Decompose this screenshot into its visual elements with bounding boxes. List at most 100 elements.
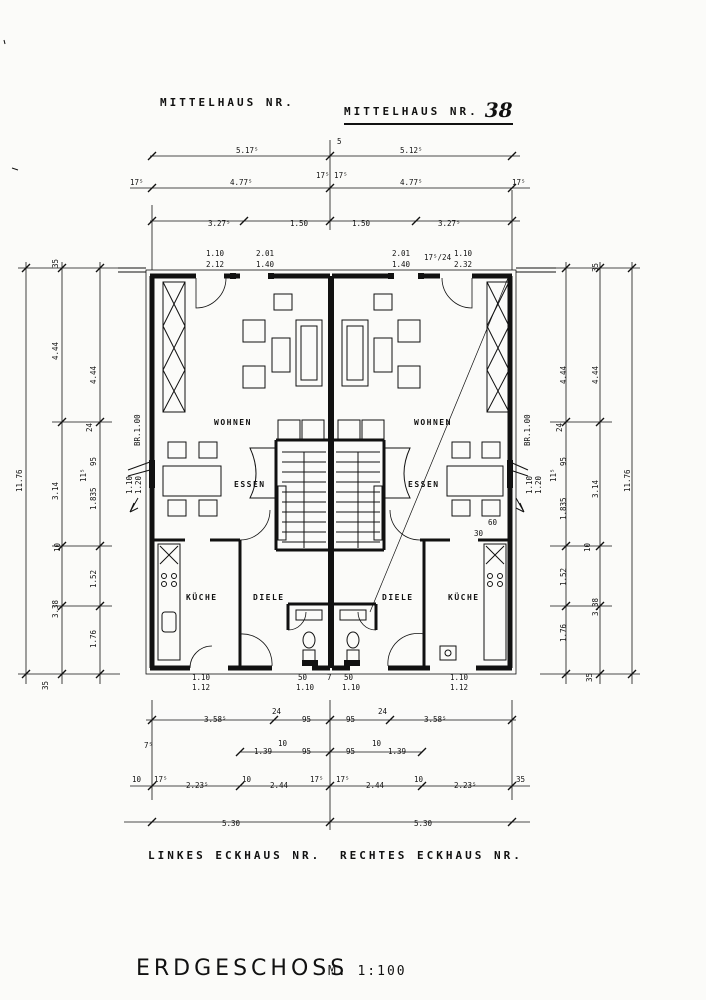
dim-right-338: 3.38	[591, 597, 600, 616]
dim-door-left-110: 1.10	[192, 673, 211, 682]
dim-win-l1-top: 1.10	[206, 249, 225, 258]
dim-bot2-b: 10	[278, 739, 288, 748]
dim-bot1-a: 24	[272, 707, 282, 716]
dim-right-total: 11.76	[623, 469, 632, 492]
dim-win-l2-top: 2.01	[256, 249, 274, 258]
dim-bot3-i: 10	[414, 775, 424, 784]
dimension-lines	[18, 140, 640, 830]
dim-bot3-a: 10	[132, 775, 142, 784]
wardrobe-left	[162, 281, 186, 413]
exterior-walls	[149, 273, 513, 671]
door-swings	[189, 277, 509, 669]
dim-win-l1-bot: 2.12	[206, 260, 224, 269]
dim-door-right-50: 50	[344, 673, 354, 682]
dim-right-152: 1.52	[559, 568, 568, 586]
dim-bot1-d: 24	[378, 707, 388, 716]
dim-bot3-k: 35	[516, 775, 525, 784]
footer-left-label: LINKES ECKHAUS NR.	[148, 849, 322, 862]
staircase-left	[249, 419, 326, 548]
dim-bot3-j: 2.23⁵	[454, 781, 477, 790]
dim-bot3-e: 2.44	[270, 781, 289, 790]
dim-left-110: 1.10	[125, 475, 134, 494]
dimension-ticks	[21, 151, 637, 827]
drawing-scale: M. 1:100	[328, 964, 407, 979]
dim-bot3-f: 17⁵	[310, 775, 324, 784]
dim-bot2-e: 10	[372, 739, 382, 748]
wc-left	[295, 609, 323, 663]
label-diele-right: DIELE	[382, 593, 414, 602]
entry-arrows	[127, 461, 529, 513]
dim-door-7: 7	[327, 673, 332, 682]
label-essen-right: ESSEN	[408, 480, 440, 489]
label-wohnen-left: WOHNEN	[214, 418, 252, 427]
header-right-label: MITTELHAUS NR. 38	[344, 96, 513, 125]
dim-top1-left: 5.17⁵	[236, 146, 259, 155]
staircase-right	[336, 419, 411, 548]
dim-top1-right: 5.12⁵	[400, 146, 423, 155]
wardrobe-right	[486, 281, 510, 413]
kitchen-left	[157, 543, 181, 661]
dim-right-115: 11⁵	[549, 468, 558, 482]
dim-left-444-outer: 4.44	[51, 341, 60, 360]
dim-right-24: 24	[555, 422, 564, 432]
dim-left-1835: 1.835	[89, 487, 98, 510]
dimension-labels: 5.17⁵ 5 5.12⁵ 17⁵ 4.77⁵ 17⁵ 17⁵ 4.77⁵ 17…	[15, 137, 632, 828]
dim-left-24: 24	[85, 422, 94, 432]
label-br-right: BR.1.00	[523, 414, 532, 446]
header-right-text: MITTELHAUS NR.	[344, 105, 479, 118]
house-number: 38	[484, 98, 513, 122]
header-left-label: MITTELHAUS NR.	[160, 96, 295, 109]
dim-door-right-110: 1.10	[450, 673, 469, 682]
dim-win-r2-small: 17⁵/24	[424, 253, 452, 262]
dim-door-right-110b: 1.10	[342, 683, 361, 692]
dim-right-35-top: 35	[591, 263, 600, 272]
dim-door-right-112: 1.12	[450, 683, 468, 692]
living-furniture-right	[341, 293, 421, 389]
drawing-title: ERDGESCHOSS	[136, 956, 349, 981]
dim-left-total: 11.76	[15, 469, 24, 492]
wc-right	[339, 609, 367, 663]
dim-win-l2-bot: 1.40	[256, 260, 275, 269]
dim-right-1835: 1.835	[559, 497, 568, 520]
label-kueche-right: KÜCHE	[448, 592, 480, 602]
dim-bot2-a: 1.39	[254, 747, 272, 756]
dining-furniture-right	[446, 441, 504, 517]
margin-marks	[3, 39, 19, 171]
dim-right-176: 1.76	[559, 623, 568, 642]
dim-left-35-top: 35	[51, 259, 60, 268]
living-furniture-left	[242, 293, 323, 389]
dim-left-176: 1.76	[89, 629, 98, 648]
dim-bot1-right: 3.58⁵	[424, 715, 447, 724]
dim-top3-a: 3.27⁵	[208, 219, 231, 228]
footer-right-label: RECHTES ECKHAUS NR.	[340, 849, 523, 862]
dim-win-r2-bot: 2.32	[454, 260, 472, 269]
dim-top2-right: 4.77⁵	[400, 178, 423, 187]
dim-right-35-bottom: 35	[585, 673, 594, 682]
dim-bot2-small: 7⁵	[144, 741, 153, 750]
dim-right-30: 30	[474, 529, 484, 538]
room-labels: WOHNEN WOHNEN ESSEN ESSEN KÜCHE KÜCHE DI…	[133, 414, 532, 602]
dim-bot3-d: 10	[242, 775, 252, 784]
dim-bot1-left: 3.58⁵	[204, 715, 227, 724]
label-br-left: BR.1.00	[133, 414, 142, 446]
dim-left-444: 4.44	[89, 365, 98, 384]
dim-top3-b: 1.50	[290, 219, 309, 228]
label-essen-left: ESSEN	[234, 480, 266, 489]
label-kueche-left: KÜCHE	[186, 592, 218, 602]
kitchen-right	[439, 543, 507, 661]
label-diele-left: DIELE	[253, 593, 285, 602]
dim-left-115: 11⁵	[79, 468, 88, 482]
dim-top3-c: 1.50	[352, 219, 371, 228]
dining-furniture-left	[162, 441, 222, 517]
dim-door-left-50: 50	[298, 673, 308, 682]
dim-right-110: 1.10	[525, 475, 534, 494]
dim-bot3-c: 2.23⁵	[186, 781, 209, 790]
dim-bot2-f: 1.39	[388, 747, 406, 756]
dim-bot1-b: 95	[302, 715, 311, 724]
dim-win-r2-top: 1.10	[454, 249, 473, 258]
dim-left-95: 95	[89, 457, 98, 466]
dim-bot3-g: 17⁵	[336, 775, 350, 784]
dim-door-left-112: 1.12	[192, 683, 210, 692]
dim-left-314: 3.14	[51, 481, 60, 500]
